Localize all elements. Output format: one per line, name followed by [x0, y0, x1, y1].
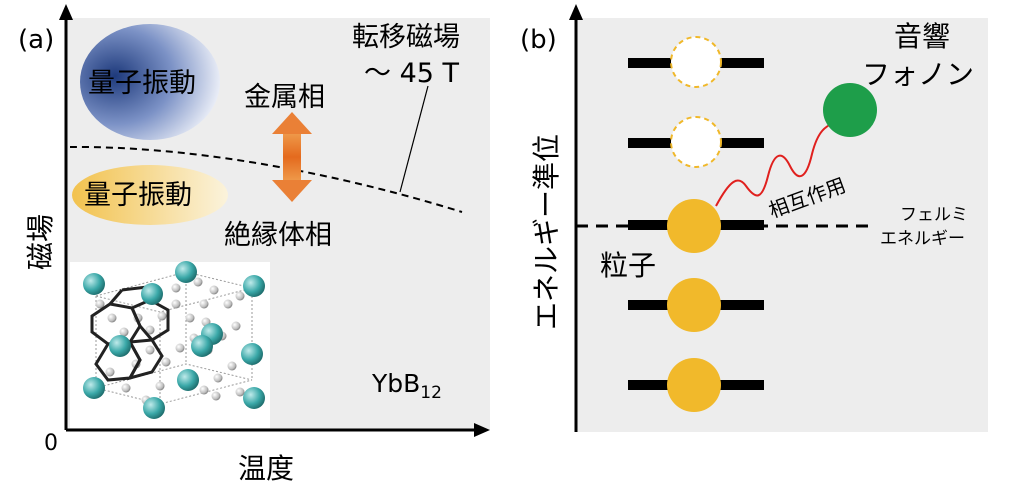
energy-level-axis-label: エネルギー準位 [530, 134, 563, 330]
panel-b-label: (b) [520, 25, 557, 55]
panel-a: (a) 0 温度 磁場 量子振動 量子振動 金属相 絶縁体相 転移磁場 ～ 45… [18, 4, 490, 485]
phase-transition-double-arrow [272, 112, 312, 202]
boron-atom [223, 299, 233, 309]
acoustic-phonon [823, 83, 877, 137]
ytterbium-atoms [83, 261, 265, 419]
boron-atom [107, 313, 117, 323]
boron-atom [105, 367, 115, 377]
ytterbium-atom [143, 397, 165, 419]
boron-atom [145, 345, 155, 355]
boron-atom [145, 325, 155, 335]
particle-level-2 [667, 278, 721, 332]
y-axis-label: 磁場 [24, 214, 57, 270]
boron-cage-bonds [90, 284, 170, 382]
panel-b-y-axis-arrow [569, 4, 583, 20]
ytterbium-atom [109, 335, 131, 357]
particle-label: 粒子 [600, 249, 656, 282]
boron-atom [157, 311, 167, 321]
phonon-label-line1: 音響 [894, 20, 950, 53]
boron-atom [155, 381, 165, 391]
ytterbium-atom [241, 343, 263, 365]
boron-atom [199, 385, 209, 395]
empty-state-lower [670, 116, 722, 168]
transition-field-value: ～ 45 T [364, 58, 460, 89]
boron-atom [185, 313, 195, 323]
boron-atom [199, 299, 209, 309]
panel-a-label: (a) [18, 25, 54, 55]
ytterbium-atom [191, 335, 213, 357]
panel-a-x-axis-arrow [474, 423, 490, 437]
empty-state-upper [670, 36, 722, 88]
boron-atom [213, 373, 223, 383]
ytterbium-atom [177, 369, 199, 391]
quantum-oscillation-high-label: 量子振動 [88, 68, 196, 99]
phase-boundary-pointer-line [399, 85, 429, 193]
panel-b: (b) エネルギー準位 フェルミ エネルギー 粒子 相互作用 音響 フォノン [520, 4, 988, 432]
quantum-oscillation-high-field-region [80, 24, 220, 140]
boron-atom [211, 391, 221, 401]
ytterbium-atom [141, 283, 163, 305]
quantum-oscillation-low-label: 量子振動 [84, 180, 192, 211]
boron-atom [235, 387, 245, 397]
boron-atom [119, 327, 129, 337]
origin-label: 0 [44, 431, 58, 456]
transition-field-title: 転移磁場 [352, 22, 460, 53]
boron-atom [231, 321, 241, 331]
ytterbium-atom [243, 275, 265, 297]
phonon-label-line2: フォノン [862, 58, 974, 91]
material-label: YbB12 [371, 369, 442, 403]
crystal-structure-inset [70, 261, 270, 428]
ytterbium-atom [83, 377, 105, 399]
boron-atom [227, 361, 237, 371]
quantum-oscillation-low-field-region [72, 165, 228, 225]
insulator-phase-label: 絶縁体相 [224, 220, 332, 251]
boron-atom [175, 343, 185, 353]
interaction-wave [715, 121, 837, 207]
boron-atom [193, 277, 203, 287]
ytterbium-atom [83, 273, 105, 295]
metal-phase-label: 金属相 [244, 82, 325, 113]
panel-a-y-axis-arrow [59, 4, 73, 20]
boron-atom [209, 285, 219, 295]
particle-level-1 [667, 358, 721, 412]
boron-atom [235, 291, 245, 301]
ytterbium-atom [243, 387, 265, 409]
x-axis-label: 温度 [238, 452, 294, 485]
fermi-label-line2: エネルギー [880, 229, 965, 249]
ytterbium-atom [175, 261, 197, 283]
fermi-label-line1: フェルミ [900, 205, 968, 225]
boron-atom [171, 283, 181, 293]
boron-atom [171, 299, 181, 309]
boron-atom [121, 383, 131, 393]
phase-boundary-dashed-line [69, 145, 463, 213]
particle-at-fermi-level [667, 199, 721, 253]
boron-atom [95, 299, 105, 309]
boron-atom [161, 357, 171, 367]
